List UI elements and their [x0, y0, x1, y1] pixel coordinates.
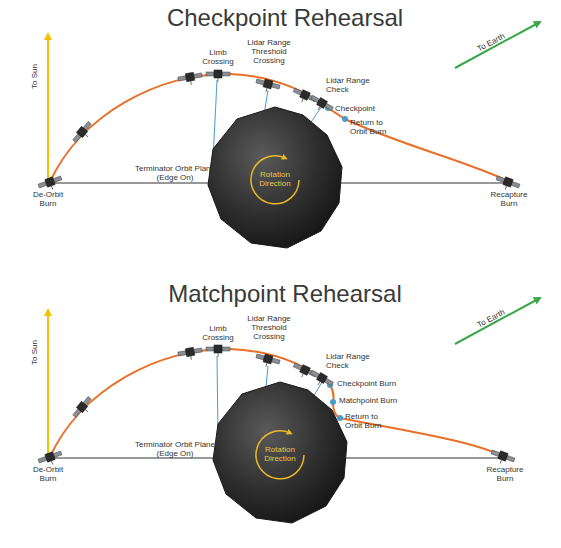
spacecraft [308, 369, 335, 391]
plane-label: Terminator Orbit Plane (Edge On) [125, 164, 225, 182]
burn-label: Return to Orbit Burn [350, 118, 395, 136]
sun-arrow [47, 310, 49, 456]
burn-label: De-Orbit Burn [26, 465, 70, 483]
burn-dot [342, 116, 348, 122]
event-label: Lidar Range Threshold Crossing [244, 314, 294, 341]
direction-label: To Earth [467, 303, 515, 334]
event-label: Limb Crossing [198, 48, 238, 66]
spacecraft [71, 120, 96, 146]
asteroid-body: Rotation Direction [210, 380, 350, 525]
event-label: Limb Crossing [198, 324, 238, 342]
earth-arrow [455, 22, 540, 68]
event-label: Lidar Range Threshold Crossing [244, 38, 294, 65]
panel-title: Checkpoint Rehearsal [130, 4, 440, 32]
spacecraft [206, 345, 230, 357]
burn-dot [337, 415, 343, 421]
sun-arrow [47, 34, 49, 180]
event-label: Lidar Range Check [326, 76, 374, 94]
panel-title: Matchpoint Rehearsal [130, 280, 440, 308]
earth-arrow [455, 298, 540, 344]
asteroid-outline [208, 107, 342, 248]
spacecraft [254, 77, 280, 95]
burn-label: Checkpoint [335, 104, 395, 113]
rotation-label: Rotation Direction [250, 170, 300, 188]
plane-label: Terminator Orbit Plane (Edge On) [125, 440, 225, 458]
direction-label: To Earth [467, 27, 515, 58]
spacecraft [206, 70, 230, 82]
spacecraft [71, 395, 96, 421]
event-label: Lidar Range Check [326, 352, 374, 370]
spacecraft [308, 94, 335, 116]
burn-label: Checkpoint Burn [337, 379, 407, 388]
burn-label: De-Orbit Burn [26, 190, 70, 208]
spacecraft [254, 352, 280, 370]
burn-dot [330, 399, 336, 405]
asteroid-outline [213, 382, 347, 523]
burn-label: Matchpoint Burn [339, 396, 409, 405]
burn-label: Recapture Burn [484, 190, 534, 208]
burn-label: Return to Orbit Burn [345, 412, 390, 430]
rotation-label: Rotation Direction [255, 445, 305, 463]
spacecraft [177, 71, 203, 87]
asteroid-body: Rotation Direction [205, 105, 345, 250]
spacecraft [489, 448, 516, 467]
spacecraft [177, 346, 203, 362]
direction-label: To Sun [30, 57, 39, 97]
burn-label: Recapture Burn [480, 465, 530, 483]
direction-label: To Sun [30, 333, 39, 373]
